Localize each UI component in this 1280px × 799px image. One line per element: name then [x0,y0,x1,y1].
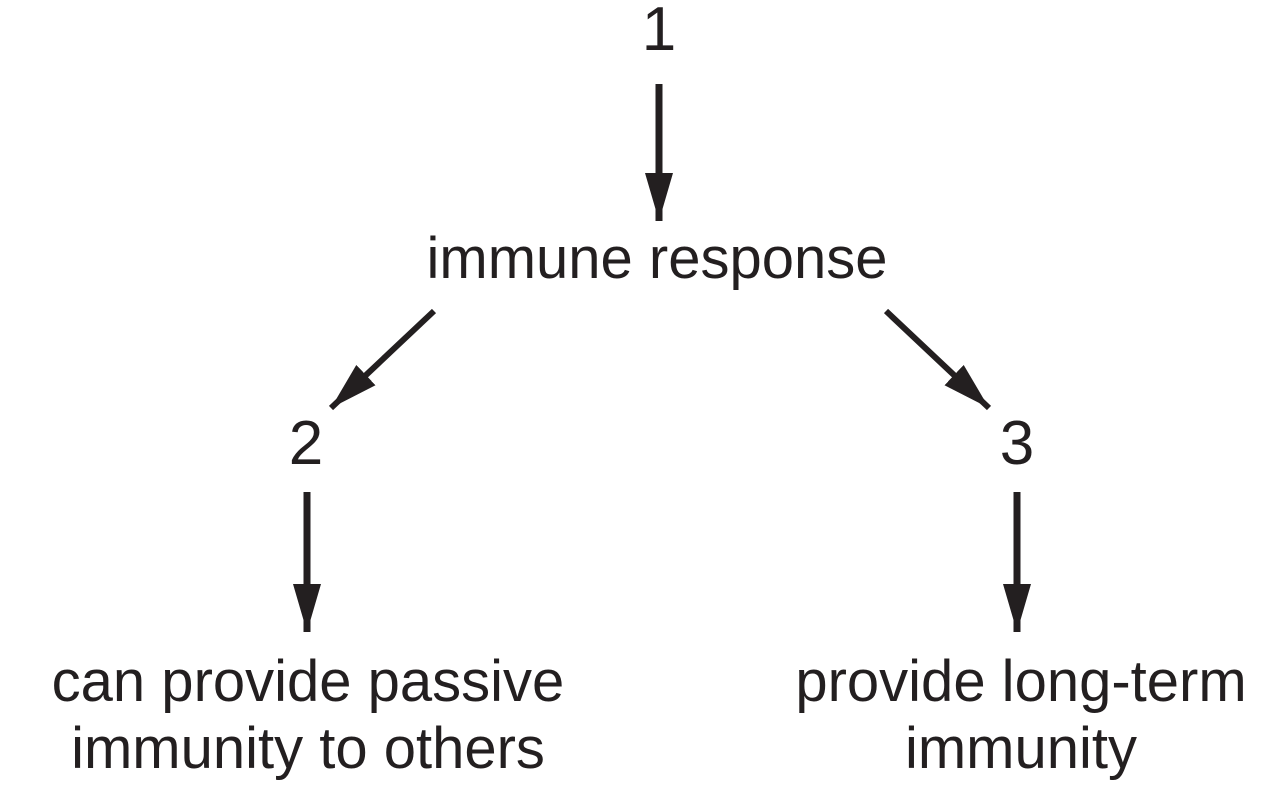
node-number-2: 2 [288,409,324,478]
node-passive-immunity: can provide passive immunity to others [52,648,565,782]
passive-immunity-line-2: immunity to others [71,716,545,781]
node-immune-response: immune response [426,226,888,291]
node-number-1: 1 [641,0,677,64]
long-term-immunity-line-1: provide long-term [795,649,1247,714]
arrow-immune-response-to-2-icon [328,308,437,411]
long-term-immunity-line-2: immunity [904,716,1138,781]
node-long-term-immunity: provide long-term immunity [795,648,1246,782]
passive-immunity-line-1: can provide passive [51,649,565,714]
arrow-immune-response-to-3-icon [883,308,992,411]
node-number-3: 3 [999,409,1035,478]
